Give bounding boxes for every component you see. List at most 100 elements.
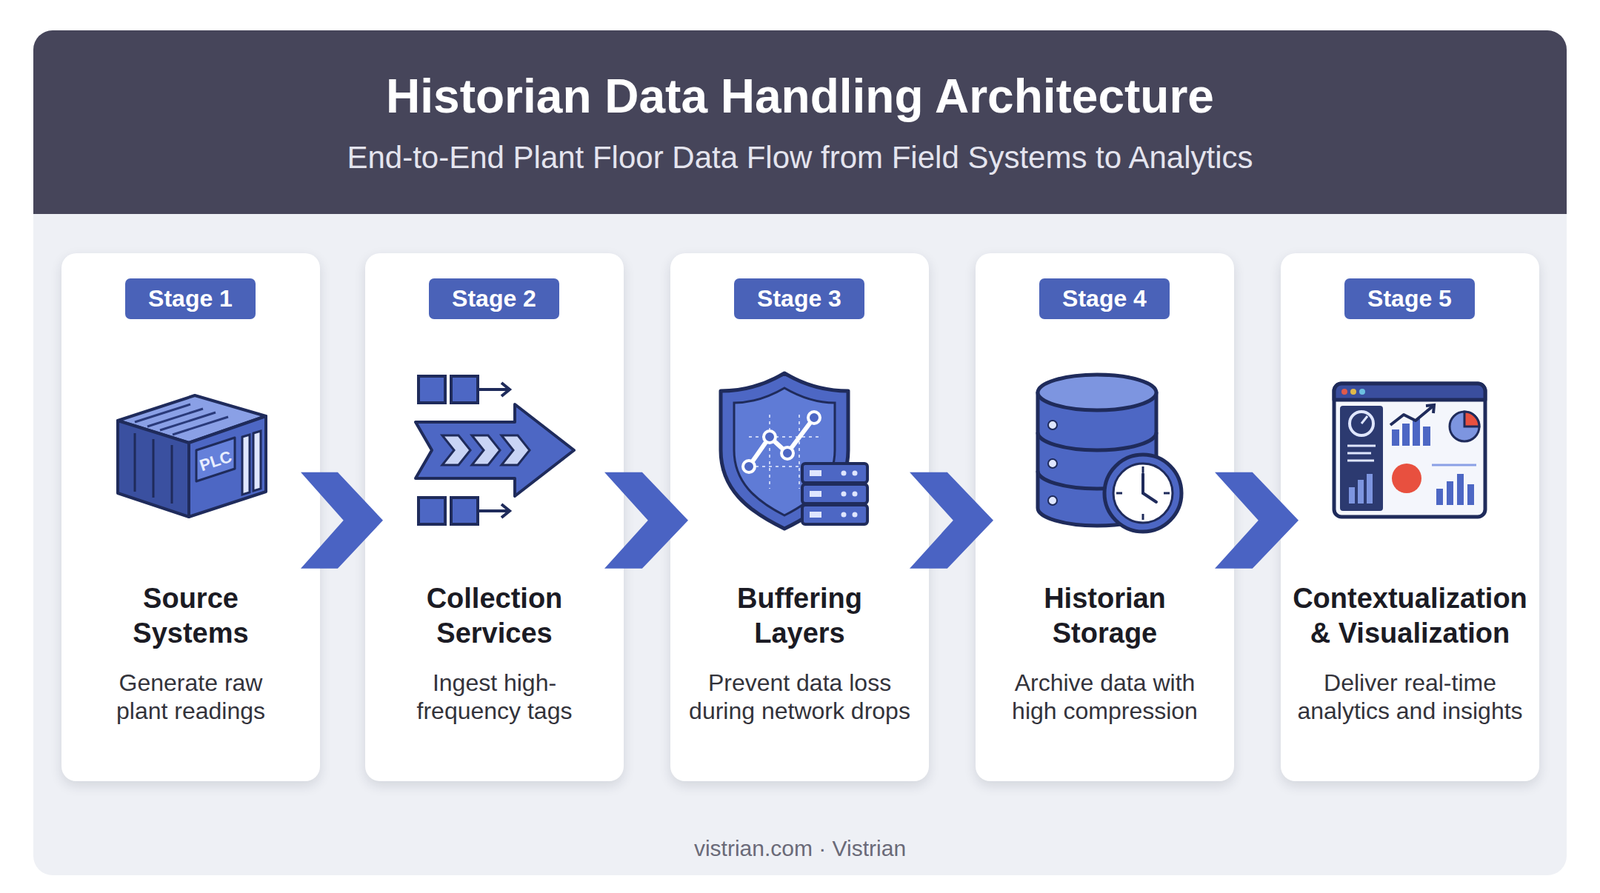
- icon-path: [1464, 411, 1480, 427]
- icon-line: [1347, 445, 1376, 448]
- icon-circle: [1048, 420, 1058, 430]
- icon-circle: [742, 460, 755, 473]
- icon-line: [798, 414, 800, 489]
- icon-circle: [1349, 411, 1374, 436]
- icon-polyline: [748, 417, 815, 467]
- plc-icon: PLC: [101, 362, 280, 541]
- icon-line: [171, 445, 174, 504]
- stage-heading: Buffering Layers: [711, 581, 889, 652]
- icon-line: [1116, 492, 1123, 495]
- stage-badge: Stage 1: [125, 278, 256, 320]
- stage-heading: Source Systems: [109, 581, 273, 652]
- icon-line: [134, 433, 137, 492]
- icon-rect: [1422, 426, 1431, 446]
- icon-path: [1334, 383, 1486, 400]
- stage-label: Stage 3: [734, 278, 865, 320]
- icon-rect: [809, 511, 822, 518]
- icon-line: [477, 388, 509, 392]
- icon-rect: [802, 463, 868, 483]
- subtitle: End-to-End Plant Floor Data Flow from Fi…: [0, 138, 1600, 178]
- icon-line: [1141, 474, 1145, 494]
- stage-heading: Contextualization & Visualization: [1286, 581, 1534, 652]
- icon-rect: [809, 491, 822, 498]
- icon-rect: [1402, 423, 1410, 446]
- icon-polyline: [1390, 405, 1434, 426]
- icon-circle: [763, 431, 776, 443]
- icon-circle: [1359, 388, 1366, 395]
- icon-rect: [418, 376, 446, 403]
- icon-line: [1431, 464, 1477, 467]
- icon-polygon: [471, 435, 500, 466]
- icon-circle: [1350, 388, 1357, 395]
- icon-rect: [1446, 481, 1454, 506]
- stage-card: Collection ServicesIngest high-frequency…: [365, 253, 624, 782]
- stage-description: Ingest high-frequency tags: [405, 668, 584, 726]
- icon-polygon: [253, 431, 261, 492]
- stage-badge: Stage 4: [1039, 278, 1170, 320]
- icon-circle: [1048, 496, 1058, 506]
- icon-rect: [451, 497, 478, 525]
- icon-rect: [1357, 480, 1364, 504]
- icon-polygon: [242, 434, 250, 495]
- icon-line: [152, 439, 155, 498]
- icon-polygon: [501, 435, 530, 466]
- icon-polygon: [196, 437, 235, 482]
- stage-badge: Stage 5: [1344, 278, 1475, 320]
- icon-rect: [809, 470, 822, 477]
- stage-label: Stage 4: [1039, 278, 1170, 320]
- icon-path: [1037, 432, 1157, 451]
- stage-badge: Stage 3: [734, 278, 865, 320]
- icon-circle: [1341, 388, 1348, 395]
- icon-circle: [781, 447, 794, 460]
- icon-rect: [451, 376, 478, 403]
- icon-rect: [418, 497, 446, 525]
- footer-watermark: vistrian.com · Vistrian: [0, 834, 1600, 864]
- icon-rect: [1412, 419, 1420, 446]
- collection-icon: [405, 362, 583, 541]
- icon-circle: [1048, 459, 1058, 469]
- icon-circle: [1391, 463, 1422, 494]
- icon-rect: [1366, 474, 1373, 504]
- icon-circle: [852, 512, 858, 518]
- icon-line: [172, 417, 229, 435]
- stage-description: Deliver real-time analytics and insights: [1291, 668, 1529, 726]
- stage-heading: Collection Services: [398, 581, 592, 652]
- diagram-title: Historian Data Handling Architecture: [0, 66, 1600, 126]
- icon-line: [748, 436, 822, 438]
- icon-line: [1347, 452, 1372, 455]
- stage-label: Stage 5: [1344, 278, 1475, 320]
- icon-circle: [1449, 411, 1480, 442]
- icon-circle: [808, 411, 820, 424]
- stage-description: Archive data with high compression: [997, 668, 1213, 726]
- stage-description: Generate raw plant readings: [102, 668, 280, 726]
- icon-line: [768, 414, 771, 489]
- stage-description: Prevent data loss during network drops: [681, 668, 919, 726]
- icon-path: [734, 388, 835, 516]
- icon-ellipse: [1037, 374, 1157, 411]
- icon-rect: [1467, 484, 1475, 506]
- stage-heading: Historian Storage: [1016, 581, 1195, 652]
- icon-circle: [1104, 454, 1182, 532]
- icon-rect: [1436, 488, 1443, 506]
- icon-circle: [852, 491, 858, 498]
- icon-polyline: [1425, 405, 1435, 414]
- icon-circle: [841, 471, 847, 477]
- icon-circle: [1113, 463, 1173, 523]
- icon-line: [147, 408, 203, 427]
- icon-line: [477, 509, 509, 513]
- icon-rect: [1457, 474, 1464, 506]
- icon-polygon: [442, 435, 471, 466]
- icon-circle: [841, 491, 847, 498]
- database-icon: [1015, 362, 1194, 541]
- stage-badge: Stage 2: [428, 278, 560, 320]
- icon-rect: [1340, 405, 1383, 512]
- icon-rect: [802, 505, 868, 525]
- icon-line: [160, 412, 216, 431]
- icon-rect: [802, 484, 868, 504]
- icon-line: [1361, 416, 1368, 424]
- stage-label: Stage 2: [428, 278, 560, 320]
- icon-line: [1142, 466, 1145, 473]
- plc-text: PLC: [197, 447, 235, 475]
- icon-line: [1163, 492, 1170, 495]
